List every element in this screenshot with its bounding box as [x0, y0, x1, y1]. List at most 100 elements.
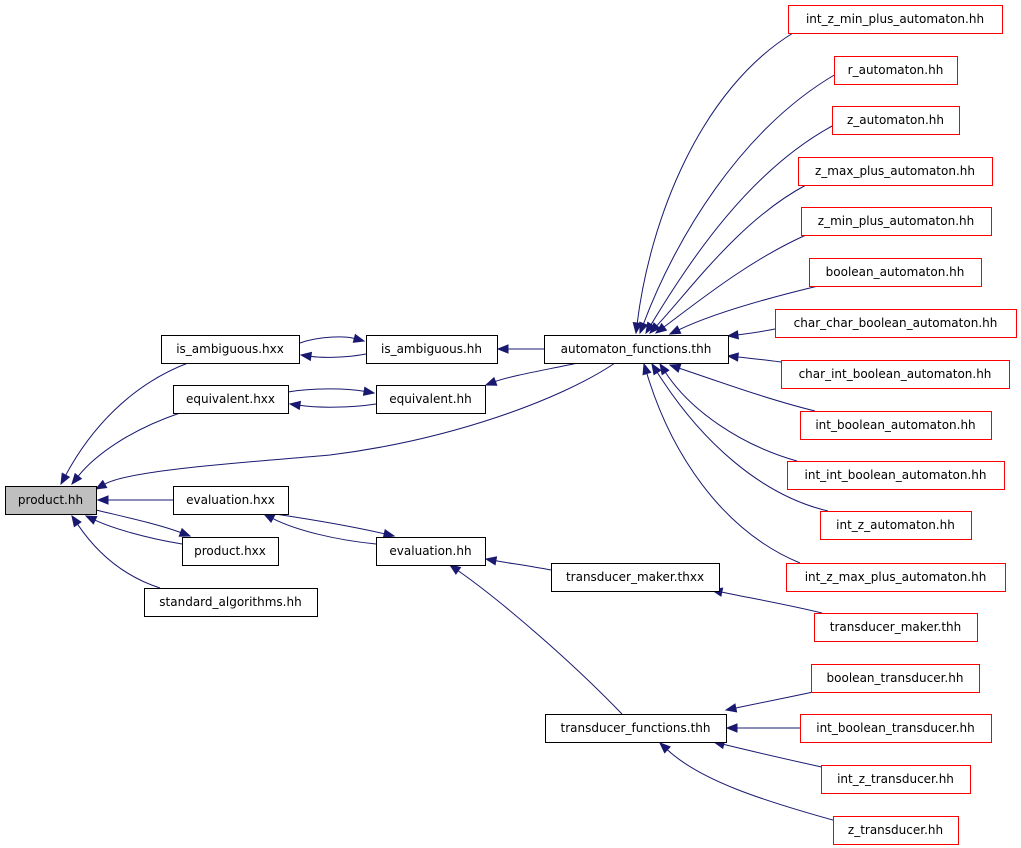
node-label: r_automaton.hh [848, 63, 944, 77]
node-int-z-min-plus-automaton-hh[interactable]: int_z_min_plus_automaton.hh [788, 5, 1003, 34]
node-int-z-max-plus-automaton-hh[interactable]: int_z_max_plus_automaton.hh [786, 563, 1006, 592]
edge-automaton_functions_thh-to-equivalent_hh [484, 362, 579, 386]
node-box [144, 588, 318, 617]
edge-z_min_plus_automaton_hh-to-automaton_functions_thh [654, 234, 807, 334]
node-equivalent-hh[interactable]: equivalent.hh [376, 385, 486, 414]
node-box [820, 511, 972, 540]
edge-arrowhead [71, 472, 83, 486]
edge-line [735, 690, 819, 709]
edge-line [274, 513, 385, 535]
node-label: transducer_maker.thh [830, 620, 962, 634]
edge-line [646, 373, 801, 564]
node-label: int_z_automaton.hh [836, 518, 955, 532]
node-box [801, 207, 992, 236]
node-label: automaton_functions.thh [561, 342, 712, 356]
node-char-int-boolean-automaton-hh[interactable]: char_int_boolean_automaton.hh [781, 360, 1010, 389]
edge-z_max_plus_automaton_hh-to-automaton_functions_thh [649, 184, 807, 334]
edge-arrowhead [299, 351, 313, 362]
edge-standard_algorithms_hh-to-product_hh [71, 514, 161, 589]
edge-boolean_transducer_hh-to-transducer_functions_thh [724, 690, 819, 713]
edge-arrowhead [668, 325, 682, 335]
edge-line [650, 124, 835, 325]
edge-arrowhead [496, 344, 509, 354]
edge-arrowhead [96, 495, 109, 505]
edge-arrowhead [725, 723, 738, 733]
edge-arrowhead [726, 352, 739, 362]
edge-arrowhead [642, 362, 652, 376]
edge-arrowhead [724, 703, 738, 713]
edge-line [95, 509, 181, 533]
node-label: product.hh [18, 493, 83, 507]
edge-line [737, 328, 776, 336]
node-label: standard_algorithms.hh [159, 595, 301, 609]
node-is-ambiguous-hh[interactable]: is_ambiguous.hh [366, 335, 498, 364]
edge-arrowhead [362, 386, 376, 396]
edge-arrowhead [484, 556, 498, 566]
node-box [182, 537, 279, 566]
edge-int_boolean_automaton_hh-to-automaton_functions_thh [668, 363, 816, 412]
node-box [809, 258, 982, 287]
node-equivalent-hxx[interactable]: equivalent.hxx [173, 385, 289, 414]
node-boolean-automaton-hh[interactable]: boolean_automaton.hh [809, 258, 982, 287]
node-label: int_z_min_plus_automaton.hh [806, 12, 984, 26]
node-char-char-boolean-automaton-hh[interactable]: char_char_boolean_automaton.hh [775, 309, 1017, 338]
edge-int_z_min_plus_automaton_hh-to-automaton_functions_thh [632, 32, 794, 335]
edge-arrowhead [352, 333, 366, 343]
node-transducer-functions-thh[interactable]: transducer_functions.thh [545, 714, 727, 743]
node-box [551, 563, 720, 592]
node-automaton-functions-thh[interactable]: automaton_functions.thh [544, 335, 729, 364]
node-transducer-maker-thxx[interactable]: transducer_maker.thxx [551, 563, 720, 592]
edge-line [665, 372, 798, 462]
node-box [366, 335, 498, 364]
node-evaluation-hxx[interactable]: evaluation.hxx [173, 486, 289, 515]
node-box [544, 335, 729, 364]
node-is-ambiguous-hxx[interactable]: is_ambiguous.hxx [161, 335, 300, 364]
edge-is_ambiguous_hxx-to-is_ambiguous_hh [299, 333, 366, 344]
node-label: char_int_boolean_automaton.hh [799, 367, 992, 381]
node-transducer-maker-thh[interactable]: transducer_maker.thh [814, 613, 978, 642]
node-z-min-plus-automaton-hh[interactable]: z_min_plus_automaton.hh [801, 207, 992, 236]
nodes-layer: product.hh is_ambiguous.hxx equivalent.hxx… [5, 5, 1017, 845]
node-boolean-transducer-hh[interactable]: boolean_transducer.hh [811, 664, 980, 693]
node-z-max-plus-automaton-hh[interactable]: z_max_plus_automaton.hh [798, 157, 993, 186]
node-int-boolean-transducer-hh[interactable]: int_boolean_transducer.hh [800, 714, 992, 743]
node-label: int_boolean_transducer.hh [816, 721, 975, 735]
node-int-z-automaton-hh[interactable]: int_z_automaton.hh [820, 511, 972, 540]
node-box [545, 714, 727, 743]
node-int-z-transducer-hh[interactable]: int_z_transducer.hh [821, 765, 971, 794]
edge-arrowhead [448, 564, 462, 575]
edge-product_hxx-to-product_hh [84, 515, 183, 545]
node-box [173, 385, 289, 414]
node-label: is_ambiguous.hh [381, 342, 482, 356]
node-product-hh[interactable]: product.hh [5, 486, 97, 515]
edge-arrowhead [84, 515, 98, 525]
node-label: char_char_boolean_automaton.hh [794, 316, 998, 330]
node-box [775, 309, 1017, 338]
edge-line [495, 560, 552, 571]
node-int-int-boolean-automaton-hh[interactable]: int_int_boolean_automaton.hh [787, 461, 1005, 490]
edge-arrowhead [726, 330, 739, 340]
node-int-boolean-automaton-hh[interactable]: int_boolean_automaton.hh [800, 411, 992, 440]
node-z-automaton-hh[interactable]: z_automaton.hh [832, 106, 960, 135]
edge-line [678, 285, 819, 331]
node-evaluation-hh[interactable]: evaluation.hh [376, 537, 486, 566]
node-box [376, 385, 486, 414]
edge-arrowhead [651, 362, 662, 376]
edge-boolean_automaton_hh-to-automaton_functions_thh [668, 285, 819, 335]
edge-z_transducer_hh-to-transducer_functions_thh [659, 742, 841, 823]
edge-arrowhead [659, 362, 670, 376]
edge-line [310, 353, 367, 358]
node-box [834, 56, 958, 85]
node-standard-algorithms-hh[interactable]: standard_algorithms.hh [144, 588, 318, 617]
edge-line [737, 356, 782, 363]
edge-equivalent_hh-to-equivalent_hxx [288, 400, 377, 411]
node-label: is_ambiguous.hxx [176, 342, 284, 356]
edge-automaton_functions_thh-to-is_ambiguous_hh [496, 344, 544, 354]
node-z-transducer-hh[interactable]: z_transducer.hh [833, 816, 959, 845]
node-r-automaton-hh[interactable]: r_automaton.hh [834, 56, 958, 85]
node-label: int_z_max_plus_automaton.hh [805, 570, 987, 584]
edge-line [679, 367, 816, 412]
edge-line [721, 591, 823, 614]
edge-line [77, 524, 161, 589]
node-product-hxx[interactable]: product.hxx [182, 537, 279, 566]
